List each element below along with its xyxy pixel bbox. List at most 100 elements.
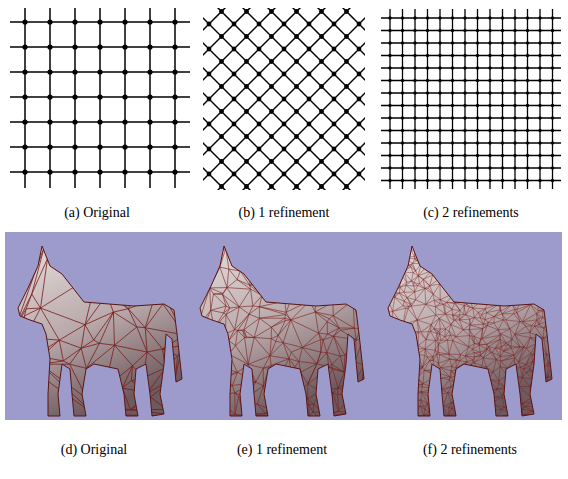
grid-vertex — [294, 84, 299, 89]
grid-vertex — [551, 79, 554, 82]
grid-vertex — [122, 94, 127, 99]
grid-vertex — [97, 144, 102, 149]
grid-vertex — [476, 79, 479, 82]
grid-vertex — [269, 134, 274, 139]
grid-vertex — [538, 141, 541, 144]
grid-vertex — [244, 9, 249, 14]
grid-vertex — [22, 169, 27, 174]
grid-vertex — [501, 116, 504, 119]
grid-vertex — [332, 47, 337, 52]
grid-vertex — [72, 94, 77, 99]
grid-vertex — [451, 129, 454, 132]
grid-vertex — [22, 144, 27, 149]
grid-vertex — [513, 79, 516, 82]
grid-vertex — [501, 29, 504, 32]
grid-vertex — [513, 41, 516, 44]
grid-vertex — [463, 154, 466, 157]
grid-vertex — [451, 179, 454, 182]
grid-vertex — [22, 94, 27, 99]
grid-vertex — [172, 69, 177, 74]
grid-line — [539, 9, 540, 189]
grid-vertex — [513, 154, 516, 157]
grid-vertex — [513, 54, 516, 57]
grid-vertex — [401, 179, 404, 182]
grid-vertex — [413, 116, 416, 119]
grid-vertex — [97, 119, 102, 124]
grid-line — [203, 8, 365, 190]
twice-refined-grid — [381, 9, 561, 189]
grid-vertex — [269, 9, 274, 14]
grid-vertex — [526, 29, 529, 32]
grid-vertex — [551, 179, 554, 182]
grid-vertex — [501, 166, 504, 169]
grid-vertex — [538, 66, 541, 69]
subfigure-caption: (e) 1 refinement — [237, 442, 327, 459]
grid-vertex — [332, 97, 337, 102]
grid-vertex — [551, 16, 554, 19]
grid-vertex — [488, 66, 491, 69]
grid-vertex — [344, 134, 349, 139]
grid-vertex — [551, 66, 554, 69]
grid-vertex — [307, 147, 312, 152]
grid-vertex — [344, 109, 349, 114]
grid-vertex — [476, 129, 479, 132]
grid-vertex — [319, 134, 324, 139]
grid-vertex — [513, 91, 516, 94]
grid-vertex — [426, 41, 429, 44]
grid-vertex — [207, 147, 212, 152]
grid-vertex — [219, 109, 224, 114]
grid-vertex — [463, 54, 466, 57]
mesh-edges — [384, 244, 556, 418]
grid-line — [203, 8, 365, 190]
grid-vertex — [551, 29, 554, 32]
grid-vertex — [401, 129, 404, 132]
grid-line — [203, 149, 365, 190]
grid-vertex — [344, 34, 349, 39]
grid-vertex — [207, 122, 212, 127]
donkey-mesh — [197, 244, 368, 417]
grid-vertex — [551, 166, 554, 169]
grid-vertex — [219, 34, 224, 39]
grid-vertex — [438, 91, 441, 94]
grid-vertex — [294, 109, 299, 114]
grid-vertex — [319, 9, 324, 14]
grid-vertex — [97, 169, 102, 174]
grid-line — [203, 49, 365, 190]
grid-vertex — [401, 141, 404, 144]
grid-vertex — [47, 144, 52, 149]
grid-vertex — [526, 141, 529, 144]
grid-line — [402, 9, 403, 189]
grid-vertex — [172, 19, 177, 24]
grid-vertex — [463, 41, 466, 44]
grid-vertex — [357, 122, 362, 127]
grid-vertex — [451, 41, 454, 44]
grid-vertex — [426, 129, 429, 132]
grid-vertex — [451, 16, 454, 19]
grid-vertex — [257, 72, 262, 77]
grid-line — [381, 142, 561, 143]
grid-line — [203, 24, 365, 190]
grid-vertex — [538, 154, 541, 157]
grid-vertex — [319, 59, 324, 64]
grid-vertex — [72, 119, 77, 124]
grid-vertex — [122, 169, 127, 174]
grid-vertex — [526, 154, 529, 157]
grid-line — [203, 124, 365, 190]
grid-vertex — [388, 16, 391, 19]
grid-vertex — [413, 16, 416, 19]
grid-vertex — [388, 91, 391, 94]
grid-vertex — [488, 16, 491, 19]
grid-vertex — [526, 129, 529, 132]
grid-line — [203, 8, 365, 174]
grid-vertex — [538, 91, 541, 94]
grid-vertex — [476, 179, 479, 182]
grid-vertex — [319, 34, 324, 39]
grid-vertex — [476, 166, 479, 169]
grid-line — [203, 8, 365, 149]
grid-vertex — [538, 54, 541, 57]
donkey-mesh — [15, 244, 184, 416]
grid-vertex — [282, 22, 287, 27]
grid-vertex — [282, 47, 287, 52]
grid-vertex — [147, 144, 152, 149]
grid-vertex — [232, 122, 237, 127]
